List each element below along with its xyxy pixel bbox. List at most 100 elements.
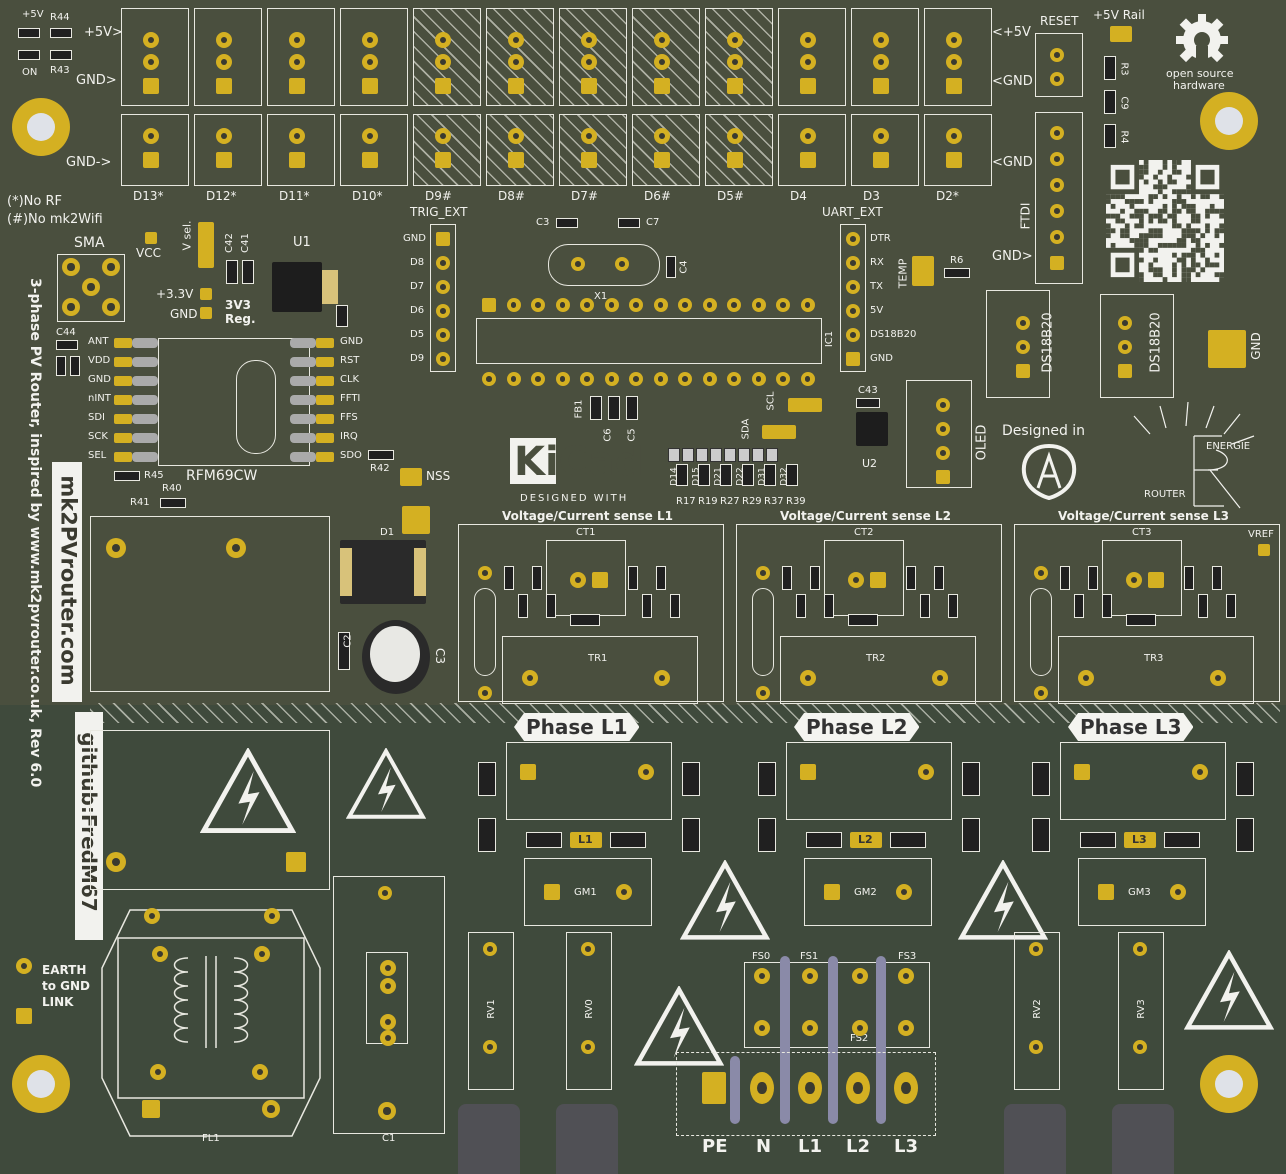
label-c42: C42 bbox=[223, 233, 235, 253]
pin bbox=[143, 78, 159, 94]
capacitor bbox=[70, 356, 80, 376]
pin bbox=[16, 1008, 32, 1024]
ct-label-1: CT2 bbox=[854, 527, 874, 538]
pin bbox=[654, 32, 670, 48]
pin bbox=[436, 256, 450, 270]
pin bbox=[873, 128, 889, 144]
label-fs0: FS0 bbox=[752, 951, 771, 962]
pin bbox=[436, 232, 450, 246]
pin bbox=[654, 152, 670, 168]
resistor-chip bbox=[766, 448, 778, 462]
pin bbox=[918, 764, 934, 780]
cap-top bbox=[370, 626, 420, 682]
label-nss: NSS bbox=[426, 469, 451, 483]
label-ftdi: FTDI bbox=[1018, 202, 1033, 230]
sense-outline-2 bbox=[1014, 524, 1280, 702]
pin bbox=[873, 54, 889, 70]
resistor bbox=[478, 762, 496, 796]
wire-link bbox=[828, 956, 838, 1124]
pin bbox=[435, 78, 451, 94]
resistor bbox=[1164, 832, 1200, 848]
pin bbox=[629, 372, 643, 386]
label-33v: +3.3V bbox=[156, 287, 194, 301]
pad bbox=[402, 506, 430, 534]
mounting-hole bbox=[12, 1055, 70, 1113]
pin bbox=[362, 152, 378, 168]
label-c1: C1 bbox=[382, 1133, 396, 1144]
test-pad bbox=[145, 232, 157, 244]
resistor-row-label-5: R39 bbox=[786, 496, 806, 507]
phase-lbl-2: L3 bbox=[1132, 833, 1147, 846]
header-bottom-11 bbox=[924, 114, 992, 186]
pin bbox=[756, 566, 770, 580]
pin bbox=[756, 686, 770, 700]
label-r3: R3 bbox=[1118, 62, 1130, 76]
label-gnd-pad: GND bbox=[1248, 332, 1263, 360]
smd-part bbox=[1074, 594, 1084, 618]
pin bbox=[1050, 256, 1064, 270]
warning-icon bbox=[957, 859, 1049, 941]
pin-lead bbox=[290, 338, 316, 348]
vsel-jumper bbox=[198, 222, 214, 268]
smd-part bbox=[504, 566, 514, 590]
diode bbox=[764, 464, 776, 486]
label-fl1: FL1 bbox=[202, 1133, 220, 1144]
header-top-11 bbox=[924, 8, 992, 106]
pin-lead bbox=[290, 376, 316, 386]
wire-link bbox=[876, 956, 886, 1124]
pin bbox=[570, 572, 586, 588]
label-c7: C7 bbox=[646, 217, 660, 228]
warning-icon bbox=[1183, 949, 1275, 1031]
resistor bbox=[1104, 56, 1116, 80]
pin bbox=[678, 298, 692, 312]
resistor-chip bbox=[738, 448, 750, 462]
pin bbox=[654, 54, 670, 70]
pin-lead bbox=[132, 376, 158, 386]
pin bbox=[580, 298, 594, 312]
pin bbox=[508, 78, 524, 94]
rfm-right-pin-label-5: IRQ bbox=[340, 431, 358, 442]
pin bbox=[629, 298, 643, 312]
smd-part bbox=[670, 594, 680, 618]
label-to-gnd: to GND bbox=[42, 979, 91, 993]
pin bbox=[62, 298, 80, 316]
terminal-label-0: PE bbox=[702, 1136, 728, 1157]
pin bbox=[1118, 316, 1132, 330]
label-u1: U1 bbox=[293, 235, 311, 250]
pin bbox=[800, 298, 815, 312]
pin bbox=[898, 1020, 914, 1036]
pin bbox=[531, 298, 545, 312]
pin bbox=[142, 1100, 160, 1118]
pin bbox=[316, 395, 334, 405]
sense-outline-1 bbox=[736, 524, 1002, 702]
pin bbox=[316, 376, 334, 386]
pin bbox=[362, 78, 378, 94]
pin bbox=[654, 78, 670, 94]
pin bbox=[435, 32, 451, 48]
smd-part bbox=[948, 594, 958, 618]
router-text: ROUTER bbox=[1144, 489, 1186, 500]
pin bbox=[870, 572, 886, 588]
capacitor bbox=[608, 396, 620, 420]
label-5v: +5V bbox=[22, 9, 44, 20]
pin bbox=[252, 1064, 268, 1080]
gm-label-0: GM1 bbox=[574, 887, 597, 898]
pin bbox=[638, 764, 654, 780]
pin bbox=[604, 372, 619, 386]
pin bbox=[581, 78, 597, 94]
rfm-left-pin-label-3: nINT bbox=[88, 393, 111, 404]
crystal-x1 bbox=[548, 244, 660, 286]
pin bbox=[226, 538, 246, 558]
uart-pin-label-2: TX bbox=[870, 281, 883, 292]
header-bottom-8 bbox=[705, 114, 773, 186]
pin bbox=[678, 372, 692, 386]
terminal-label-4: L3 bbox=[894, 1136, 918, 1157]
resistor bbox=[682, 818, 700, 852]
sense-title-1: Voltage/Current sense L2 bbox=[780, 509, 951, 523]
label-gnd-rf: GND bbox=[170, 307, 198, 321]
pin bbox=[522, 670, 538, 686]
pin bbox=[262, 1100, 280, 1118]
pin bbox=[380, 1030, 396, 1046]
pin bbox=[508, 152, 524, 168]
ferrite bbox=[56, 356, 66, 376]
